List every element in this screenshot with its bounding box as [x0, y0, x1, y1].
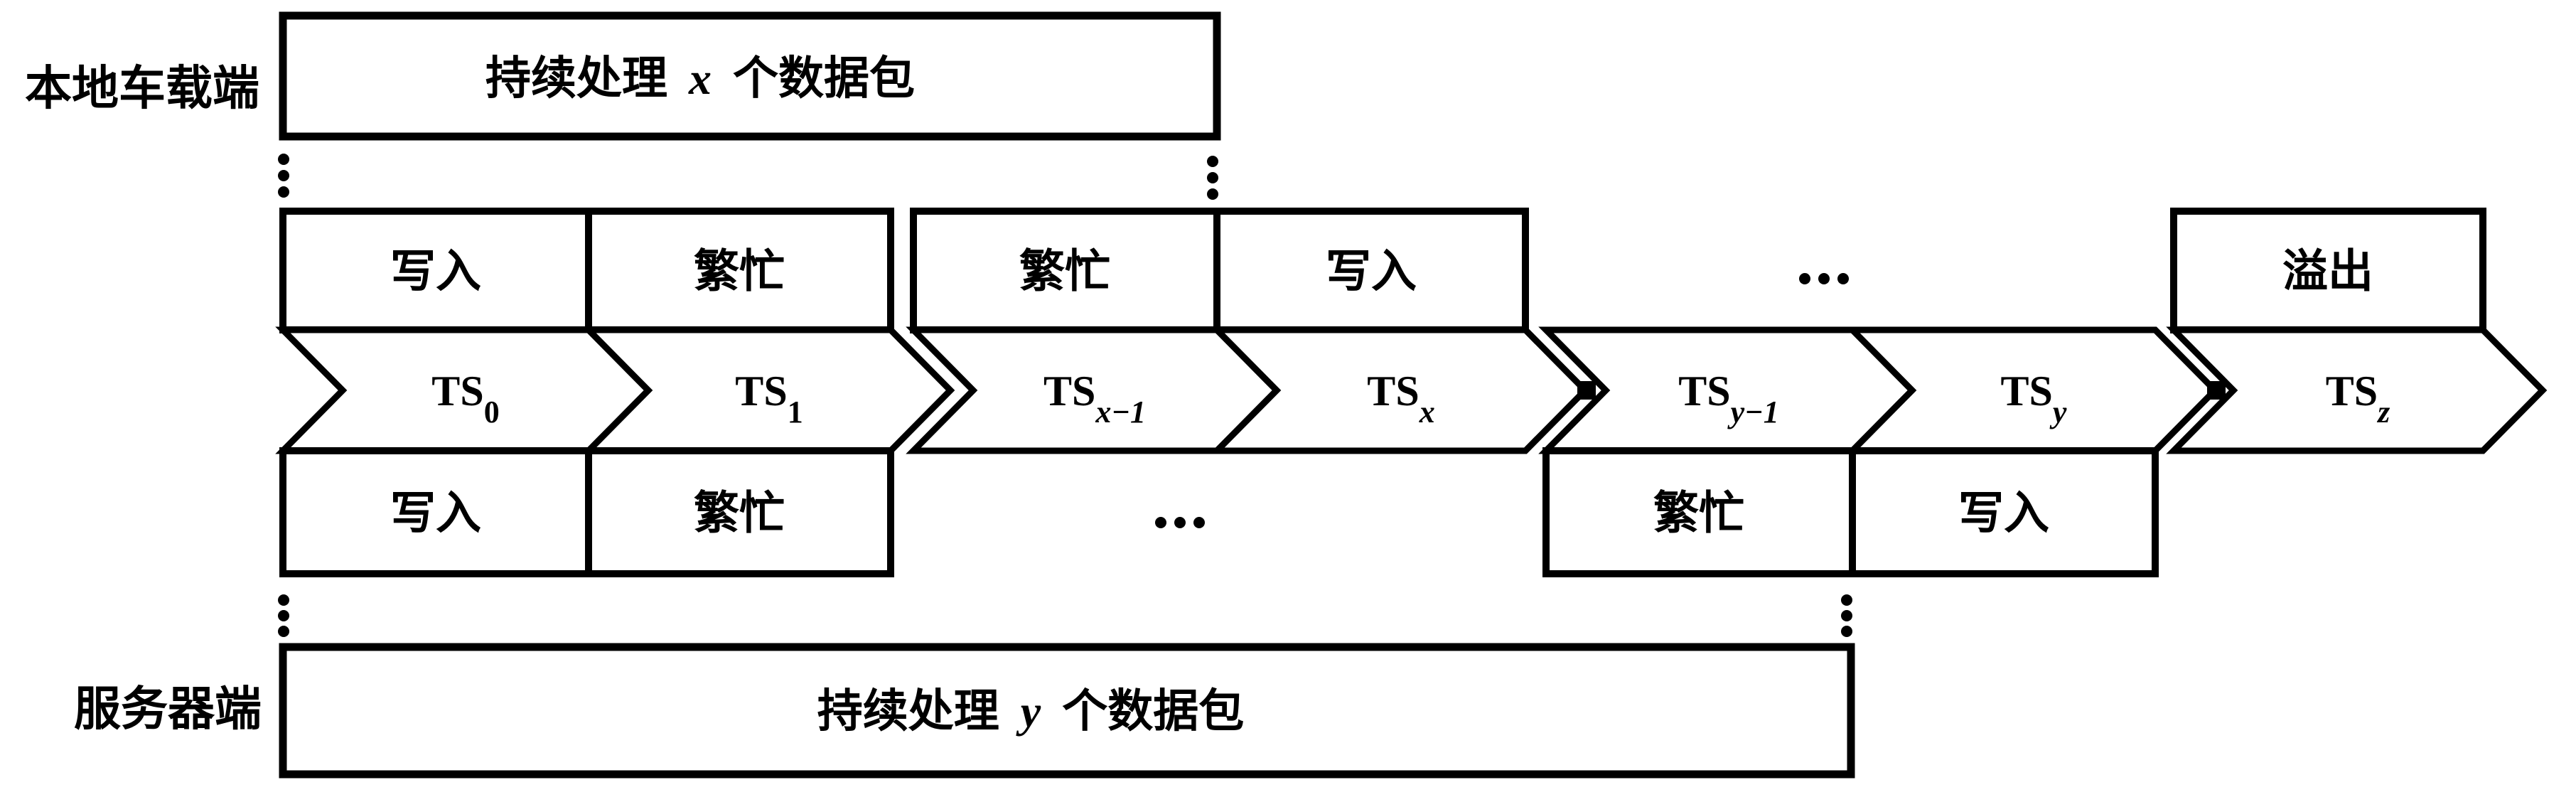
- timeslot-label-tsx: TSx: [1367, 368, 1434, 429]
- bottom-state-label: 写入: [390, 488, 481, 539]
- ts-main: TS: [1367, 368, 1419, 415]
- bottom-process-text-suffix: 个数据包: [1062, 686, 1244, 737]
- bottom-process-box: 持续处理 y 个数据包: [279, 643, 1855, 779]
- ts-main: TS: [1678, 368, 1730, 415]
- band-break-marker-square-1: [1577, 381, 1596, 400]
- timeslot-label-tsy: TSy: [2001, 368, 2067, 429]
- bottom-process-box-frame: [279, 643, 1855, 779]
- top-state-row: 写入 繁忙 繁忙 写入 溢出: [279, 208, 2486, 333]
- timeslot-label-ts1: TS1: [735, 368, 803, 429]
- vertical-ellipsis-top-left: [278, 154, 289, 198]
- band-break-marker-square-2: [2207, 381, 2226, 400]
- ts-subscript: y−1: [1727, 395, 1779, 429]
- top-state-label: 繁忙: [694, 247, 785, 297]
- top-process-box-frame: [279, 11, 1221, 141]
- ts-subscript: x: [1419, 395, 1435, 429]
- timeslot-label-ts0: TS0: [431, 368, 499, 429]
- top-state-label: 写入: [1326, 247, 1417, 297]
- top-process-box: 持续处理 x 个数据包: [279, 11, 1221, 141]
- ts-main: TS: [2001, 368, 2053, 415]
- vertical-ellipsis-bottom-left: [278, 594, 289, 637]
- top-state-label: 繁忙: [1019, 247, 1110, 297]
- bottom-state-label: 繁忙: [1653, 488, 1744, 539]
- bottom-state-cell-busy-1: [585, 447, 894, 577]
- timeslot-label-tsz: TSz: [2326, 368, 2390, 429]
- label-server-end: 服务器端: [74, 684, 262, 736]
- bottom-process-box-text: 持续处理 y 个数据包: [817, 686, 1244, 737]
- bottom-state-label: 写入: [1958, 488, 2049, 539]
- top-state-label: 写入: [390, 247, 481, 297]
- vertical-ellipsis-bottom-right: [1841, 594, 1852, 637]
- ts-subscript: 0: [484, 395, 500, 429]
- bottom-state-cell-write-0: [279, 447, 592, 577]
- ts-subscript: y: [2049, 395, 2067, 429]
- label-local-end: 本地车载端: [25, 63, 259, 115]
- top-state-cell-busy-1: [585, 208, 894, 333]
- ts-main: TS: [2326, 368, 2378, 415]
- ts-main: TS: [1043, 368, 1095, 415]
- timeslot-segment-tsz: [2166, 326, 2548, 454]
- bottom-state-label: 繁忙: [694, 488, 785, 539]
- ts-main: TS: [735, 368, 787, 415]
- ts-subscript: x−1: [1095, 395, 1146, 429]
- timeslot-chevron-band: TS0 TS1 TSx−1 TSx TSy−1 TSy TSz: [275, 326, 2548, 454]
- vertical-ellipsis-top-right: [1207, 156, 1218, 200]
- timeslot-label-tsx-1: TSx−1: [1043, 368, 1146, 429]
- bottom-state-cell-busy-2: [1542, 447, 1856, 577]
- horizontal-ellipsis-bottom-row: [1155, 517, 1205, 528]
- top-process-box-text: 持续处理 x 个数据包: [485, 53, 915, 104]
- ts-subscript: 1: [788, 395, 803, 429]
- bottom-process-text-prefix: 持续处理: [817, 686, 999, 737]
- top-state-label-overflow: 溢出: [2282, 247, 2373, 297]
- top-process-text-suffix: 个数据包: [733, 53, 915, 104]
- bottom-state-cell-write-3: [1849, 447, 2159, 577]
- bottom-state-row: 写入 繁忙 繁忙 写入: [279, 447, 2159, 577]
- timeslot-segment-tsx: [1209, 326, 1590, 454]
- horizontal-ellipsis-top-row: [1799, 273, 1849, 284]
- top-state-cell-write-0: [279, 208, 592, 333]
- ts-subscript: z: [2376, 395, 2390, 429]
- top-process-text-variable: x: [688, 53, 712, 104]
- timeslot-label-tsy-1: TSy−1: [1678, 368, 1779, 429]
- top-process-text-prefix: 持续处理: [485, 53, 667, 104]
- ts-main: TS: [431, 368, 483, 415]
